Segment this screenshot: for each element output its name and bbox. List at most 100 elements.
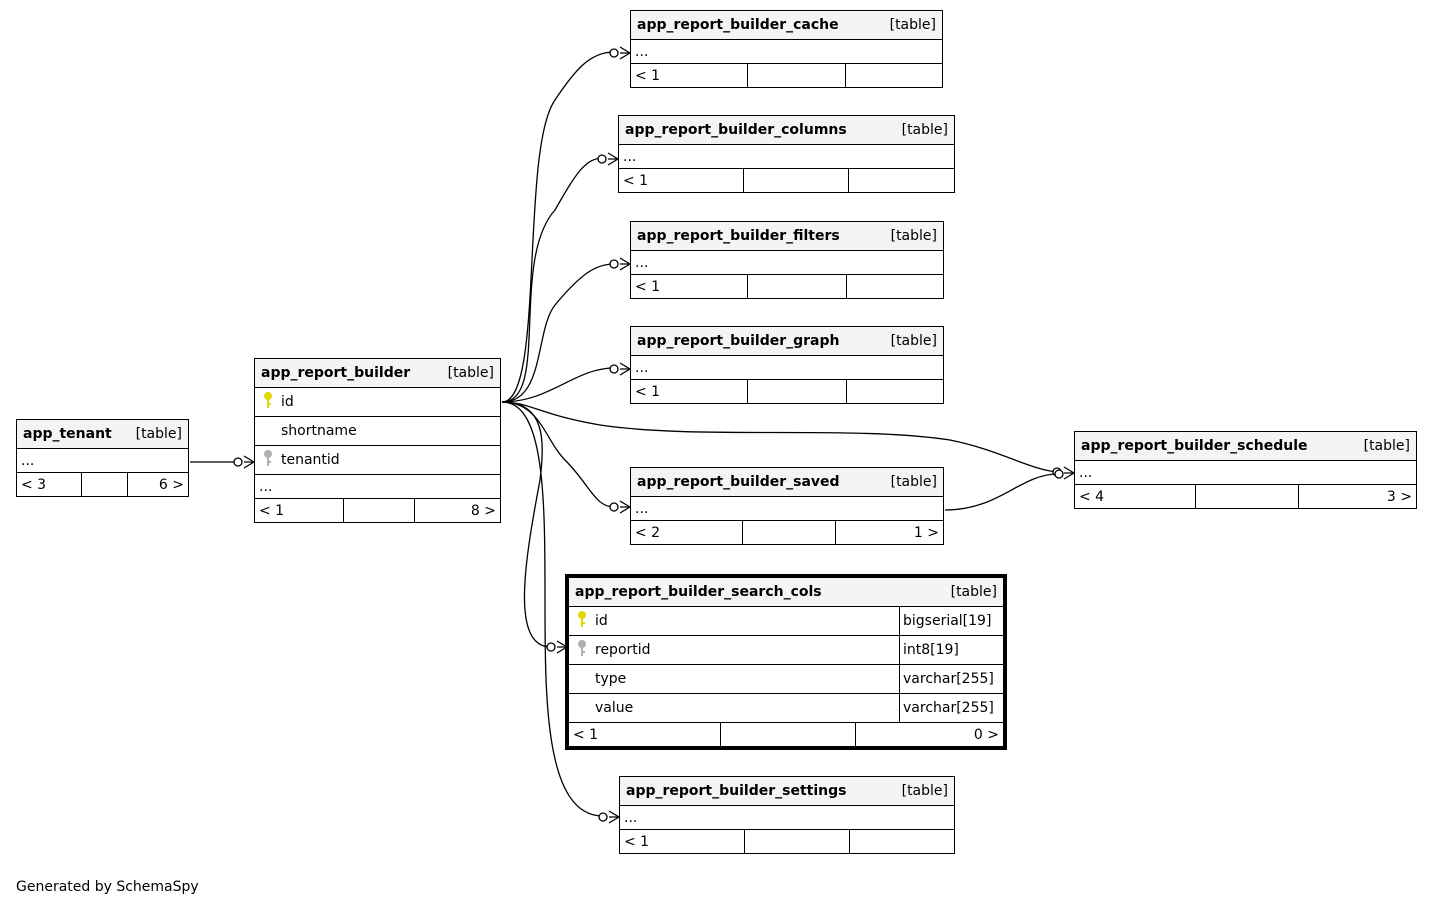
footer-spacer — [743, 169, 848, 192]
collapsed-columns: ... — [631, 251, 943, 275]
footer-spacer — [1195, 485, 1298, 508]
child-count — [848, 169, 954, 192]
table-app-report-builder-saved[interactable]: app_report_builder_saved [table] ... < 2… — [630, 467, 944, 545]
table-footer: < 1 — [631, 275, 943, 298]
table-header: app_report_builder_schedule [table] — [1075, 432, 1416, 461]
generated-by-footer: Generated by SchemaSpy — [16, 879, 199, 895]
table-type-tag: [table] — [890, 228, 937, 244]
collapsed-columns: ... — [631, 356, 943, 380]
child-count — [846, 380, 943, 403]
table-type-tag: [table] — [890, 333, 937, 349]
collapsed-columns: ... — [631, 40, 942, 64]
child-count — [846, 275, 943, 298]
column-type: varchar[255] — [899, 694, 1003, 722]
table-footer: < 4 3 > — [1075, 485, 1416, 508]
table-header: app_tenant [table] — [17, 420, 188, 449]
child-count — [845, 64, 942, 87]
crowfoot-circle — [609, 48, 619, 58]
table-type-tag: [table] — [135, 426, 182, 442]
table-app-report-builder-cache[interactable]: app_report_builder_cache [table] ... < 1 — [630, 10, 943, 88]
primary-key-icon — [259, 391, 277, 413]
table-app-report-builder-graph[interactable]: app_report_builder_graph [table] ... < 1 — [630, 326, 944, 404]
table-footer: < 1 — [631, 64, 942, 87]
edge-builder-schedule — [501, 401, 1059, 473]
crowfoot-circle — [546, 642, 556, 652]
crowfoot-circle — [233, 457, 243, 467]
collapsed-columns: ... — [620, 806, 954, 830]
table-type-tag: [table] — [1363, 438, 1410, 454]
table-app-report-builder-search-cols[interactable]: app_report_builder_search_cols [table] i… — [565, 574, 1007, 750]
table-header: app_report_builder_columns [table] — [619, 116, 954, 145]
column-type: int8[19] — [899, 636, 1003, 664]
table-app-report-builder-settings[interactable]: app_report_builder_settings [table] ... … — [619, 776, 955, 854]
table-app-report-builder[interactable]: app_report_builder [table] id shortname … — [254, 358, 501, 523]
table-footer: < 1 — [619, 169, 954, 192]
column-row: reportid int8[19] — [569, 636, 1003, 665]
column-row: tenantid — [255, 446, 500, 475]
child-count: 3 > — [1298, 485, 1416, 508]
table-name: app_report_builder_graph — [637, 333, 840, 349]
column-row: shortname — [255, 417, 500, 446]
parent-count: < 1 — [259, 502, 285, 519]
edge-builder-columns — [501, 157, 604, 403]
edge-builder-filters — [501, 263, 615, 403]
table-app-report-builder-schedule[interactable]: app_report_builder_schedule [table] ... … — [1074, 431, 1417, 509]
column-name: tenantid — [281, 452, 340, 468]
table-footer: < 1 — [631, 380, 943, 403]
child-count — [849, 830, 954, 853]
table-header: app_report_builder_search_cols [table] — [569, 578, 1003, 607]
footer-spacer — [747, 64, 845, 87]
table-name: app_report_builder_filters — [637, 228, 840, 244]
crowfoot-circle — [598, 812, 608, 822]
table-header: app_report_builder [table] — [255, 359, 500, 388]
table-type-tag: [table] — [901, 783, 948, 799]
edge-builder-cache — [501, 51, 615, 403]
table-header: app_report_builder_saved [table] — [631, 468, 943, 497]
child-count: 0 > — [855, 723, 1003, 746]
column-name: id — [595, 613, 608, 629]
column-name: reportid — [595, 642, 651, 658]
column-row: id — [255, 388, 500, 417]
table-type-tag: [table] — [890, 474, 937, 490]
table-header: app_report_builder_graph [table] — [631, 327, 943, 356]
column-row: type varchar[255] — [569, 665, 1003, 694]
table-app-tenant[interactable]: app_tenant [table] ... < 3 6 > — [16, 419, 189, 497]
table-name: app_report_builder_saved — [637, 474, 840, 490]
footer-spacer — [343, 499, 414, 522]
parent-count: < 1 — [635, 383, 661, 400]
footer-spacer — [720, 723, 855, 746]
table-app-report-builder-filters[interactable]: app_report_builder_filters [table] ... <… — [630, 221, 944, 299]
parent-count: < 2 — [635, 524, 661, 541]
child-count: 1 > — [835, 521, 943, 544]
collapsed-columns: ... — [255, 475, 500, 499]
table-header: app_report_builder_cache [table] — [631, 11, 942, 40]
parent-count: < 1 — [573, 726, 599, 743]
table-app-report-builder-columns[interactable]: app_report_builder_columns [table] ... <… — [618, 115, 955, 193]
table-name: app_tenant — [23, 426, 112, 442]
table-name: app_report_builder_schedule — [1081, 438, 1308, 454]
table-name: app_report_builder_settings — [626, 783, 847, 799]
column-name: value — [595, 700, 634, 716]
crowfoot-circle — [1054, 469, 1064, 479]
footer-spacer — [744, 830, 849, 853]
column-type: varchar[255] — [899, 665, 1003, 693]
table-footer: < 1 8 > — [255, 499, 500, 522]
child-count: 6 > — [127, 473, 188, 496]
collapsed-columns: ... — [17, 449, 188, 473]
table-footer: < 2 1 > — [631, 521, 943, 544]
column-name: shortname — [281, 423, 357, 439]
column-type: bigserial[19] — [899, 607, 1003, 635]
parent-count: < 3 — [21, 476, 47, 493]
table-footer: < 3 6 > — [17, 473, 188, 496]
parent-count: < 4 — [1079, 488, 1105, 505]
edge-builder-graph — [501, 367, 615, 403]
table-header: app_report_builder_settings [table] — [620, 777, 954, 806]
table-name: app_report_builder_columns — [625, 122, 847, 138]
table-footer: < 1 0 > — [569, 723, 1003, 746]
collapsed-columns: ... — [619, 145, 954, 169]
parent-count: < 1 — [635, 278, 661, 295]
collapsed-columns: ... — [631, 497, 943, 521]
table-type-tag: [table] — [901, 122, 948, 138]
footer-spacer — [81, 473, 127, 496]
